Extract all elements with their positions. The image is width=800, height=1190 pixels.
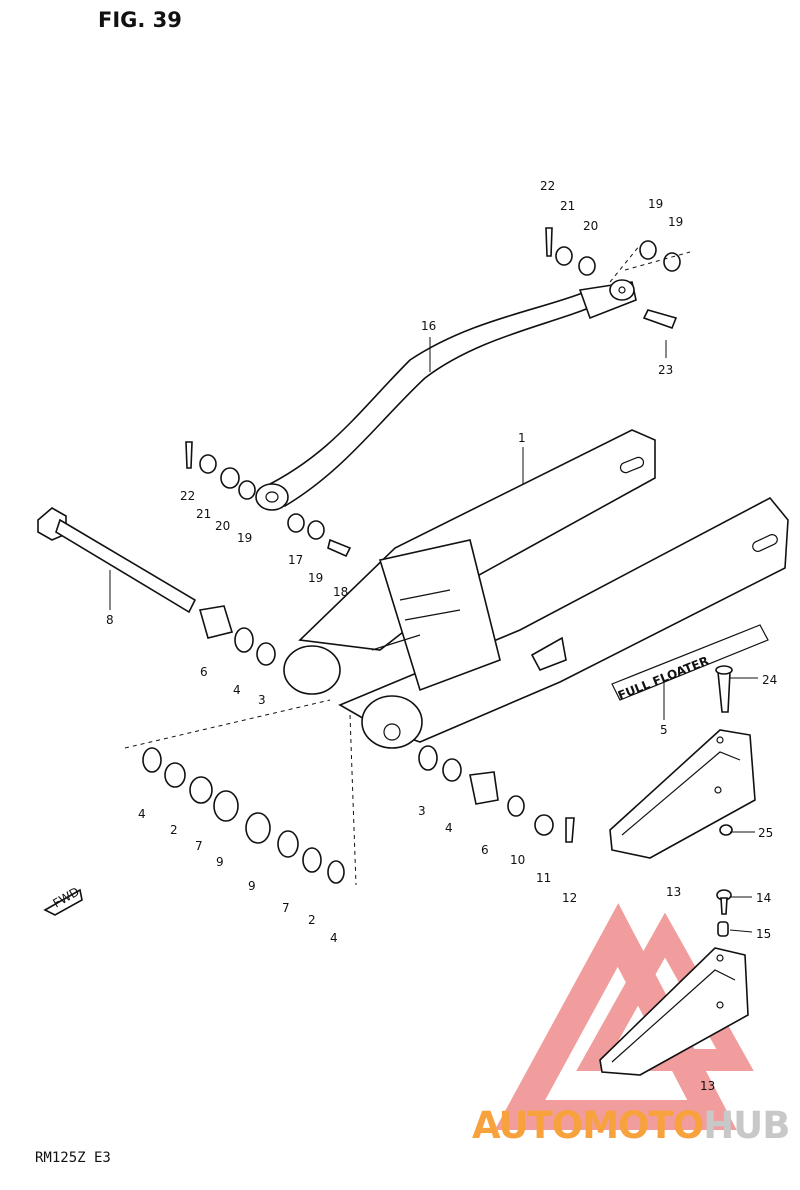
- left-spacer-stack: [142, 747, 345, 884]
- chain-buffer-part-13: [609, 729, 756, 859]
- label-7b: 7: [282, 901, 290, 915]
- label-12: 12: [562, 891, 577, 905]
- swingarm-part-1: [283, 429, 789, 749]
- bolt-part-24: [715, 665, 733, 713]
- watermark-text: AUTOMOTOHUB: [472, 1104, 790, 1147]
- label-13b: 13: [700, 1079, 715, 1093]
- label-19b: 19: [308, 571, 323, 585]
- label-4d: 4: [330, 931, 338, 945]
- label-21b: 21: [560, 199, 575, 213]
- label-2a: 2: [170, 823, 178, 837]
- rod-hardware: [185, 227, 681, 558]
- label-22a: 22: [180, 489, 195, 503]
- label-20a: 20: [215, 519, 230, 533]
- figure-title: FIG. 39: [98, 8, 182, 32]
- label-18: 18: [333, 585, 348, 599]
- torque-rod-part-16: [255, 279, 637, 511]
- label-25: 25: [758, 826, 773, 840]
- decal-text: FULL FLOATER: [616, 654, 711, 703]
- label-22b: 22: [540, 179, 555, 193]
- label-2b: 2: [308, 913, 316, 927]
- label-9b: 9: [248, 879, 256, 893]
- label-6a: 6: [200, 665, 208, 679]
- front-arrow-icon: FWD: [43, 884, 83, 916]
- label-4a: 4: [233, 683, 241, 697]
- label-3a: 3: [258, 693, 266, 707]
- label-11: 11: [536, 871, 551, 885]
- label-16: 16: [421, 319, 436, 333]
- watermark-part1: AUTOMOTO: [472, 1104, 704, 1147]
- label-21a: 21: [196, 507, 211, 521]
- label-15: 15: [756, 927, 771, 941]
- chain-buffer-part-13-lower: [599, 947, 749, 1076]
- label-19c: 19: [648, 197, 663, 211]
- label-13a: 13: [666, 885, 681, 899]
- label-5: 5: [660, 723, 668, 737]
- watermark-part2: HUB: [703, 1104, 790, 1147]
- label-3b: 3: [418, 804, 426, 818]
- model-code: RM125Z E3: [35, 1150, 111, 1166]
- screw-part-14: [716, 889, 732, 915]
- label-24: 24: [762, 673, 777, 687]
- label-14: 14: [756, 891, 771, 905]
- label-4b: 4: [138, 807, 146, 821]
- label-20b: 20: [583, 219, 598, 233]
- label-17: 17: [288, 553, 303, 567]
- pivot-shaft-part-8: [37, 507, 197, 614]
- label-10: 10: [510, 853, 525, 867]
- label-7a: 7: [195, 839, 203, 853]
- label-19a: 19: [237, 531, 252, 545]
- label-19d: 19: [668, 215, 683, 229]
- label-23: 23: [658, 363, 673, 377]
- label-1: 1: [518, 431, 526, 445]
- label-4c: 4: [445, 821, 453, 835]
- label-9a: 9: [216, 855, 224, 869]
- pivot-bushings: [198, 605, 276, 666]
- label-6b: 6: [481, 843, 489, 857]
- collar-part-15: [717, 921, 729, 937]
- right-spacer-stack: [418, 745, 575, 843]
- label-8: 8: [106, 613, 114, 627]
